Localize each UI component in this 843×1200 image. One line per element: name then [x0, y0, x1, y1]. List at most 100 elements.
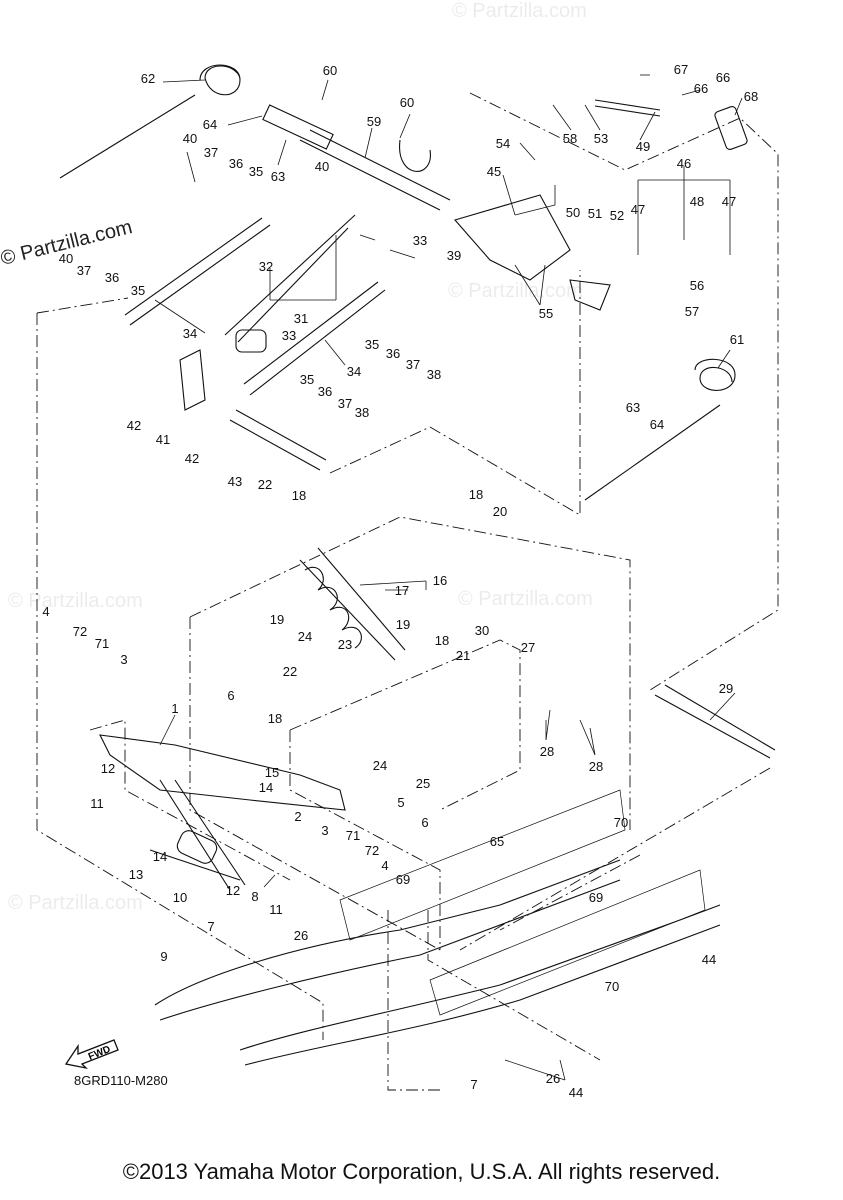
callout-number: 30 — [475, 623, 489, 638]
callout-number: 11 — [269, 902, 283, 917]
callout-number: 37 — [338, 396, 352, 411]
callout-number: 33 — [413, 233, 427, 248]
callout-number: 29 — [719, 681, 733, 696]
callout-number: 53 — [594, 131, 608, 146]
callout-number: 18 — [435, 633, 449, 648]
callout-number: 40 — [315, 159, 329, 174]
callout-number: 35 — [131, 283, 145, 298]
callout-number: 6 — [421, 815, 428, 830]
callout-number: 9 — [160, 949, 167, 964]
callout-number: 10 — [173, 890, 187, 905]
callout-number: 12 — [226, 883, 240, 898]
assembly-outline — [36, 92, 779, 1091]
callout-number: 34 — [347, 364, 361, 379]
callout-number: 18 — [268, 711, 282, 726]
callout-number: 13 — [129, 867, 143, 882]
callout-number: 44 — [569, 1085, 583, 1100]
callout-number: 47 — [722, 194, 736, 209]
callout-number: 42 — [185, 451, 199, 466]
callout-number: 45 — [487, 164, 501, 179]
fwd-arrow-icon: FWD — [64, 1039, 119, 1070]
callout-number: 8 — [251, 889, 258, 904]
callout-number: 36 — [318, 384, 332, 399]
diagram-code: 8GRD110-M280 — [74, 1073, 168, 1088]
callout-number: 3 — [120, 652, 127, 667]
callout-number: 6 — [227, 688, 234, 703]
callout-number: 63 — [271, 169, 285, 184]
callout-number: 18 — [292, 488, 306, 503]
callout-number: 66 — [694, 81, 708, 96]
callout-number: 55 — [539, 306, 553, 321]
callout-number: 64 — [203, 117, 217, 132]
callout-number: 40 — [183, 131, 197, 146]
callout-number: 49 — [636, 139, 650, 154]
callout-number: 59 — [367, 114, 381, 129]
watermark: © Partzilla.com — [8, 590, 143, 612]
callout-number: 61 — [730, 332, 744, 347]
part-sketches — [59, 64, 776, 1066]
watermark: © Partzilla.com — [458, 588, 593, 610]
callout-number: 68 — [744, 89, 758, 104]
callout-number: 19 — [396, 617, 410, 632]
callout-number: 7 — [470, 1077, 477, 1092]
callout-number: 52 — [610, 208, 624, 223]
callout-number: 72 — [365, 843, 379, 858]
callout-number: 36 — [105, 270, 119, 285]
callout-number: 60 — [323, 63, 337, 78]
callout-number: 16 — [433, 573, 447, 588]
callout-number: 24 — [298, 629, 312, 644]
callout-number: 12 — [101, 761, 115, 776]
callout-number: 36 — [386, 346, 400, 361]
callout-number: 33 — [282, 328, 296, 343]
callout-number: 35 — [249, 164, 263, 179]
callout-number: 35 — [365, 337, 379, 352]
watermark: © Partzilla.com — [448, 280, 583, 302]
callout-number: 7 — [207, 919, 214, 934]
copyright-notice: ©2013 Yamaha Motor Corporation, U.S.A. A… — [122, 1159, 721, 1184]
fwd-label: FWD — [87, 1044, 112, 1063]
watermark: © Partzilla.com — [452, 0, 587, 22]
callout-number: 65 — [490, 834, 504, 849]
callout-number: 62 — [141, 71, 155, 86]
callout-number: 38 — [427, 367, 441, 382]
callout-number: 3 — [321, 823, 328, 838]
callout-number: 25 — [416, 776, 430, 791]
callout-number: 4 — [42, 604, 49, 619]
callout-number: 27 — [521, 640, 535, 655]
callout-number: 24 — [373, 758, 387, 773]
callout-number: 26 — [546, 1071, 560, 1086]
callout-number: 22 — [258, 477, 272, 492]
callout-number: 48 — [690, 194, 704, 209]
callout-number: 47 — [631, 202, 645, 217]
callout-number: 70 — [614, 815, 628, 830]
callout-number: 51 — [588, 206, 602, 221]
callout-number: 67 — [674, 62, 688, 77]
callout-number: 32 — [259, 259, 273, 274]
callout-number: 37 — [204, 145, 218, 160]
callout-number: 60 — [400, 95, 414, 110]
callout-number: 28 — [589, 759, 603, 774]
callout-number: 44 — [702, 952, 716, 967]
callout-number: 46 — [677, 156, 691, 171]
callout-number: 54 — [496, 136, 510, 151]
callout-number: 15 — [265, 765, 279, 780]
callout-number: 69 — [589, 890, 603, 905]
callout-number: 37 — [406, 357, 420, 372]
callout-number: 20 — [493, 504, 507, 519]
callout-number: 37 — [77, 263, 91, 278]
callout-number: 56 — [690, 278, 704, 293]
callout-number: 35 — [300, 372, 314, 387]
callout-number: 18 — [469, 487, 483, 502]
callout-number: 43 — [228, 474, 242, 489]
callout-number: 50 — [566, 205, 580, 220]
callout-number: 28 — [540, 744, 554, 759]
callout-number: 23 — [338, 637, 352, 652]
callout-number: 19 — [270, 612, 284, 627]
callout-number: 71 — [346, 828, 360, 843]
callout-number: 72 — [73, 624, 87, 639]
callout-number: 21 — [456, 648, 470, 663]
callout-number: 2 — [294, 809, 301, 824]
callout-number: 42 — [127, 418, 141, 433]
callout-number: 41 — [156, 432, 170, 447]
